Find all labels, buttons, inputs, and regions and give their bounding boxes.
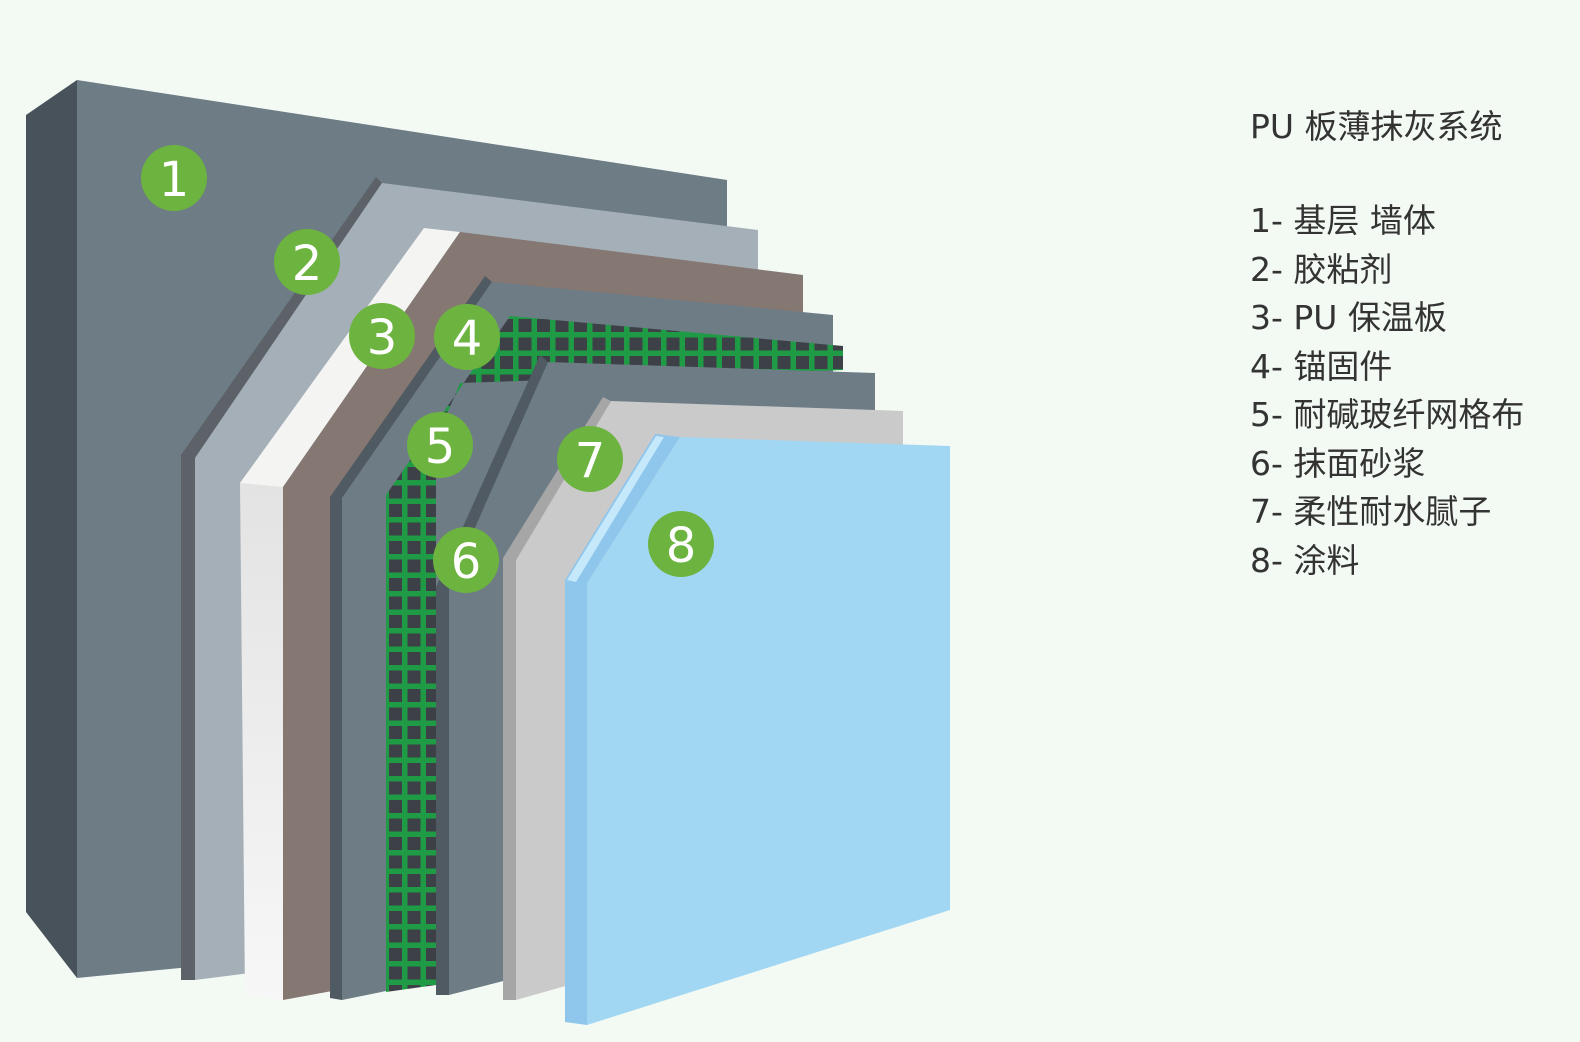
badge-2: 2 <box>274 229 340 295</box>
badge-5: 5 <box>407 412 473 478</box>
legend-item: 3- PU 保温板 <box>1250 298 1447 337</box>
badge-4: 4 <box>434 304 500 370</box>
svg-text:8: 8 <box>666 518 697 574</box>
layer-paint <box>565 434 950 1025</box>
legend-item: 2- 胶粘剂 <box>1250 249 1393 289</box>
svg-text:7: 7 <box>575 433 606 489</box>
legend-item: 1- 基层 墙体 <box>1250 201 1436 240</box>
svg-text:2: 2 <box>292 236 323 292</box>
svg-text:3: 3 <box>367 310 398 366</box>
badge-6: 6 <box>433 527 499 593</box>
legend-item: 6- 抹面砂浆 <box>1250 443 1426 483</box>
svg-text:5: 5 <box>425 419 456 475</box>
legend-title: PU 板薄抹灰系统 <box>1250 107 1503 146</box>
svg-text:6: 6 <box>451 534 482 590</box>
legend: PU 板薄抹灰系统 1- 基层 墙体 2- 胶粘剂 3- PU 保温板 4- 锚… <box>1250 102 1524 585</box>
badge-1: 1 <box>141 145 207 211</box>
layer-mesh <box>386 316 843 992</box>
badge-7: 7 <box>557 426 623 492</box>
legend-list: 1- 基层 墙体 2- 胶粘剂 3- PU 保温板 4- 锚固件 5- 耐碱玻纤… <box>1250 197 1524 585</box>
badge-3: 3 <box>349 303 415 369</box>
legend-item: 4- 锚固件 <box>1250 346 1393 386</box>
svg-text:1: 1 <box>159 152 190 208</box>
layer-pu-board <box>240 228 460 1000</box>
svg-text:4: 4 <box>452 311 483 367</box>
legend-item: 7- 柔性耐水腻子 <box>1250 492 1492 531</box>
legend-item: 5- 耐碱玻纤网格布 <box>1250 395 1525 434</box>
badge-8: 8 <box>648 511 714 577</box>
legend-item: 8- 涂料 <box>1250 540 1360 580</box>
